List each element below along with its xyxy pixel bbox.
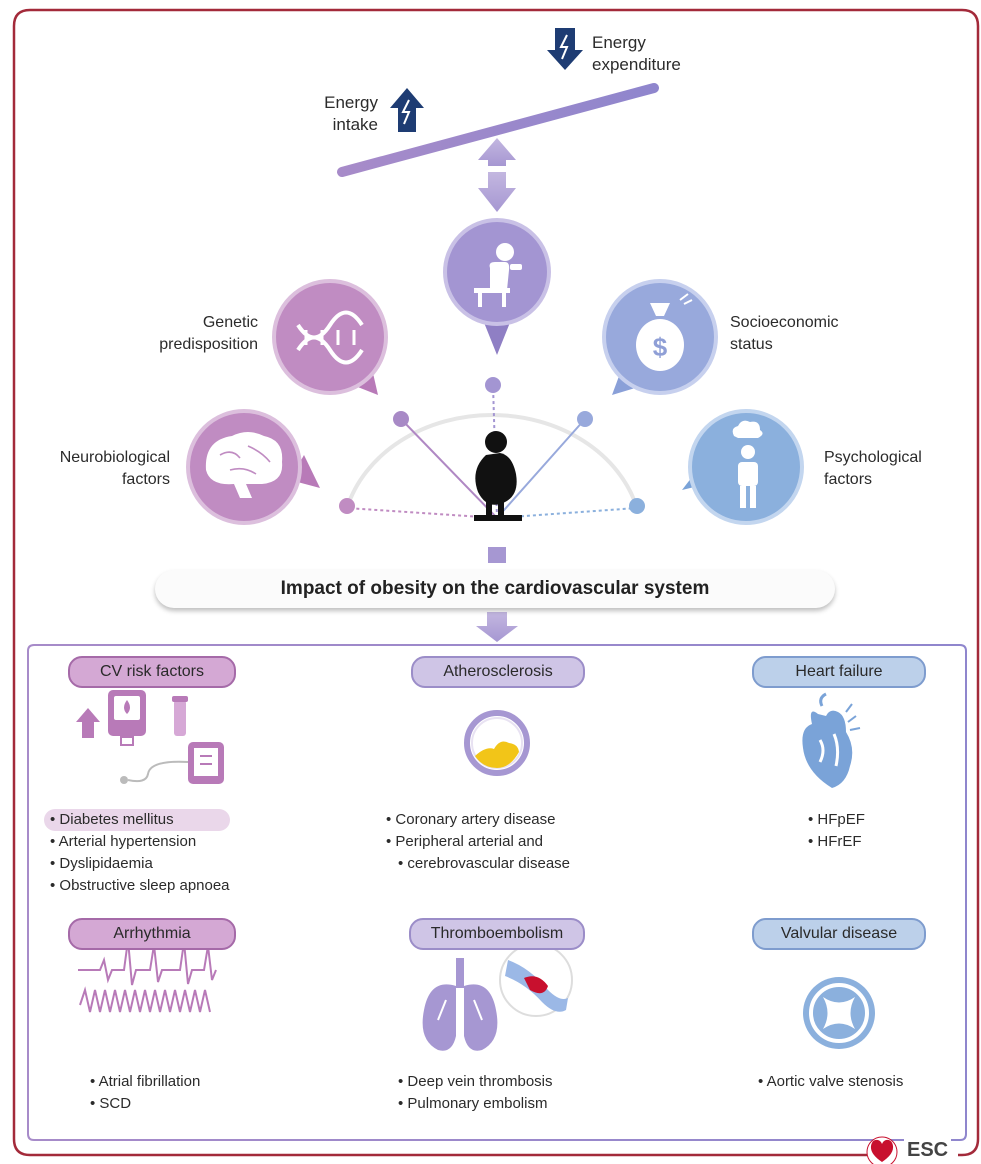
valve-icon (803, 977, 875, 1049)
lungs-icon (422, 958, 498, 1051)
list-item: Diabetes mellitus (44, 809, 230, 831)
label-line: Psychological (824, 449, 922, 466)
list-item: Coronary artery disease (386, 809, 570, 831)
label-line: Genetic (202, 314, 258, 331)
list-item: HFpEF (808, 809, 865, 831)
cv-risk-factors-title: CV risk factors (68, 656, 236, 688)
label-line: Socioeconomic (730, 314, 839, 331)
obese-person-icon (474, 431, 522, 521)
genetic-label: Genetic predisposition (140, 312, 258, 356)
blood-pressure-monitor-icon (120, 742, 224, 784)
anxious-person-icon (682, 409, 804, 525)
outcomes-panel-frame (27, 644, 967, 1141)
glucometer-icon (76, 690, 188, 746)
thromboembolism-title: Thromboembolism (409, 918, 585, 950)
heart-logo-icon (866, 1136, 898, 1164)
energy-intake-label: Energy intake (290, 92, 378, 136)
arrhythmia-title: Arrhythmia (68, 918, 236, 950)
socioeconomic-label: Socioeconomic status (730, 312, 839, 356)
arrow-down-icon (547, 28, 583, 70)
valvular-list: Aortic valve stenosis (758, 1071, 904, 1093)
label-line: Energy (324, 93, 378, 112)
arrow-down-to-panel (476, 612, 518, 642)
money-bag-icon: $ (602, 279, 718, 395)
label-line: factors (824, 471, 873, 488)
label-line: status (730, 336, 773, 353)
thromboembolism-list: Deep vein thrombosis Pulmonary embolism (398, 1071, 553, 1115)
neurobiological-label: Neurobiological factors (30, 447, 170, 491)
vein-clot-icon (499, 943, 573, 1017)
double-arrow-icon (478, 138, 516, 212)
arrhythmia-list: Atrial fibrillation SCD (90, 1071, 201, 1115)
brain-icon (186, 409, 320, 525)
connector-square (488, 547, 506, 563)
ecg-icon (78, 939, 217, 1013)
svg-text:$: $ (653, 332, 668, 362)
obesity-scale-dial (339, 377, 645, 519)
atherosclerosis-list: Coronary artery disease Peripheral arter… (386, 809, 570, 875)
artery-plaque-icon (464, 710, 530, 776)
valvular-disease-title: Valvular disease (752, 918, 926, 950)
impact-title: Impact of obesity on the cardiovascular … (155, 570, 835, 608)
atherosclerosis-title: Atherosclerosis (411, 656, 585, 688)
list-item: Obstructive sleep apnoea (50, 875, 229, 897)
heart-failure-list: HFpEF HFrEF (808, 809, 865, 853)
list-item: Peripheral arterial and (386, 831, 570, 853)
list-item: Aortic valve stenosis (758, 1071, 904, 1093)
list-item: Arterial hypertension (50, 831, 230, 853)
list-item: Deep vein thrombosis (398, 1071, 552, 1093)
balance-beam (337, 83, 659, 177)
energy-expenditure-label: Energy expenditure (592, 32, 681, 76)
label-line: Energy (592, 33, 646, 52)
cv-risk-list: Diabetes mellitus Arterial hypertension … (44, 809, 230, 897)
list-item: Dyslipidaemia (50, 853, 230, 875)
list-item: Pulmonary embolism (398, 1093, 553, 1115)
list-item: cerebrovascular disease (386, 853, 570, 875)
label-line: expenditure (592, 55, 681, 74)
list-item: SCD (90, 1093, 200, 1115)
dna-icon (272, 279, 388, 395)
label-line: predisposition (159, 336, 258, 353)
heart-failure-title: Heart failure (752, 656, 926, 688)
list-item: Atrial fibrillation (90, 1071, 201, 1093)
esc-logo-text: ESC (904, 1138, 952, 1162)
psychological-label: Psychological factors (824, 447, 922, 491)
arrow-up-icon (390, 88, 424, 132)
heart-icon (802, 692, 861, 788)
label-line: factors (121, 471, 170, 488)
person-eating-icon (443, 218, 551, 355)
label-line: Neurobiological (59, 449, 170, 466)
list-item-continuation: cerebrovascular disease (407, 855, 571, 872)
list-item: HFrEF (808, 831, 865, 853)
label-line: intake (332, 115, 378, 134)
outer-frame (12, 8, 980, 1157)
